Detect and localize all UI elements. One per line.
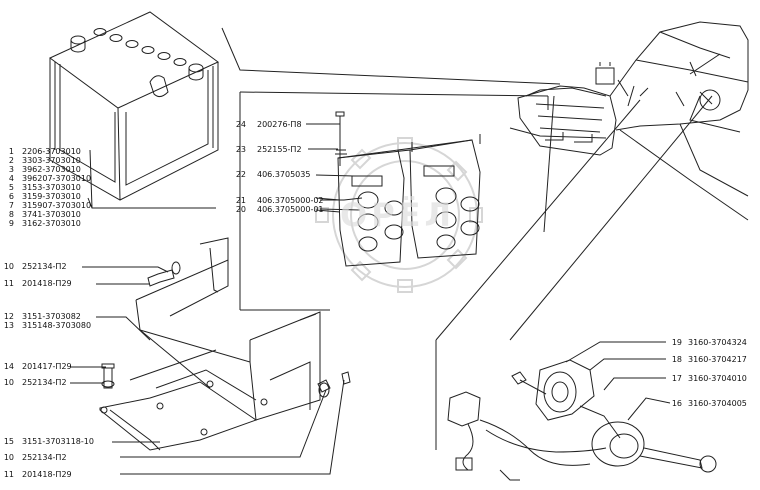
callout-number: 10 bbox=[3, 378, 14, 387]
callout-number: 15 bbox=[3, 437, 14, 446]
callout-part-number: 3151-3703118-10 bbox=[22, 437, 94, 446]
callout-part-number: 3159-3703010 bbox=[22, 192, 81, 201]
callout-number: 10 bbox=[3, 453, 14, 462]
callout-number: 6 bbox=[8, 192, 14, 201]
callout-part-number: 3160-3704217 bbox=[688, 355, 747, 364]
callout-number: 17 bbox=[671, 374, 682, 383]
callout-part-number: 252134-П2 bbox=[22, 453, 67, 462]
callout-number: 24 bbox=[235, 120, 246, 129]
callout-part-number: 252134-П2 bbox=[22, 262, 67, 271]
callout-number: 3 bbox=[8, 165, 14, 174]
callout-number: 23 bbox=[235, 145, 246, 154]
callout-part-number: 3962-3703010 bbox=[22, 165, 81, 174]
callout-part-number: 3303-3703010 bbox=[22, 156, 81, 165]
callout-part-number: 406.3705000-01 bbox=[257, 205, 324, 214]
callout-number: 10 bbox=[3, 262, 14, 271]
callout-number: 14 bbox=[3, 362, 14, 371]
callout-number: 13 bbox=[3, 321, 14, 330]
callout-part-number: 406.3705035 bbox=[257, 170, 311, 179]
ignition-switch bbox=[447, 359, 717, 481]
callout-part-number: 201418-П29 bbox=[22, 470, 72, 479]
callout-part-number: 3741-3703010 bbox=[22, 210, 81, 219]
callout-part-number: 3153-3703010 bbox=[22, 183, 81, 192]
callout-part-number: 201417-П29 bbox=[22, 362, 72, 371]
callout-number: 20 bbox=[235, 205, 246, 214]
callout-number: 21 bbox=[235, 196, 246, 205]
callout-number: 8 bbox=[8, 210, 14, 219]
callout-number: 12 bbox=[3, 312, 14, 321]
callout-part-number: 252134-П2 bbox=[22, 378, 67, 387]
battery bbox=[49, 11, 219, 201]
callout-number: 18 bbox=[671, 355, 682, 364]
callout-part-number: 3160-3704324 bbox=[688, 338, 747, 347]
callout-number: 11 bbox=[3, 470, 14, 479]
callout-part-number: 315907-3703010 bbox=[22, 201, 92, 210]
callout-number: 9 bbox=[8, 219, 14, 228]
callout-number: 7 bbox=[8, 201, 14, 210]
callout-number: 2 bbox=[8, 156, 14, 165]
callout-part-number: 201418-П29 bbox=[22, 279, 72, 288]
callout-number: 16 bbox=[671, 399, 682, 408]
callout-part-number: 3160-3704010 bbox=[688, 374, 747, 383]
callout-part-number: 406.3705000-02 bbox=[257, 196, 324, 205]
watermark-text: ОРЁЛ bbox=[340, 196, 456, 234]
callout-part-number: 252155-П2 bbox=[257, 145, 302, 154]
callout-part-number: 3151-3703082 bbox=[22, 312, 81, 321]
callout-part-number: 200276-П8 bbox=[257, 120, 302, 129]
ignition-coils bbox=[315, 111, 481, 267]
battery-tray bbox=[99, 237, 321, 451]
callout-part-number: 2206-3703010 bbox=[22, 147, 81, 156]
callout-number: 4 bbox=[8, 174, 14, 183]
fasteners-left bbox=[101, 261, 351, 398]
leader-lines bbox=[70, 123, 671, 475]
callout-number: 19 bbox=[671, 338, 682, 347]
callout-number: 22 bbox=[235, 170, 246, 179]
callout-number: 11 bbox=[3, 279, 14, 288]
vehicle bbox=[509, 21, 749, 221]
callout-part-number: 3160-3704005 bbox=[688, 399, 747, 408]
callout-number: 5 bbox=[8, 183, 14, 192]
callout-number: 1 bbox=[8, 147, 14, 156]
callout-part-number: 3162-3703010 bbox=[22, 219, 81, 228]
callout-part-number: 315148-3703080 bbox=[22, 321, 92, 330]
callout-part-number: 396207-3703010 bbox=[22, 174, 92, 183]
